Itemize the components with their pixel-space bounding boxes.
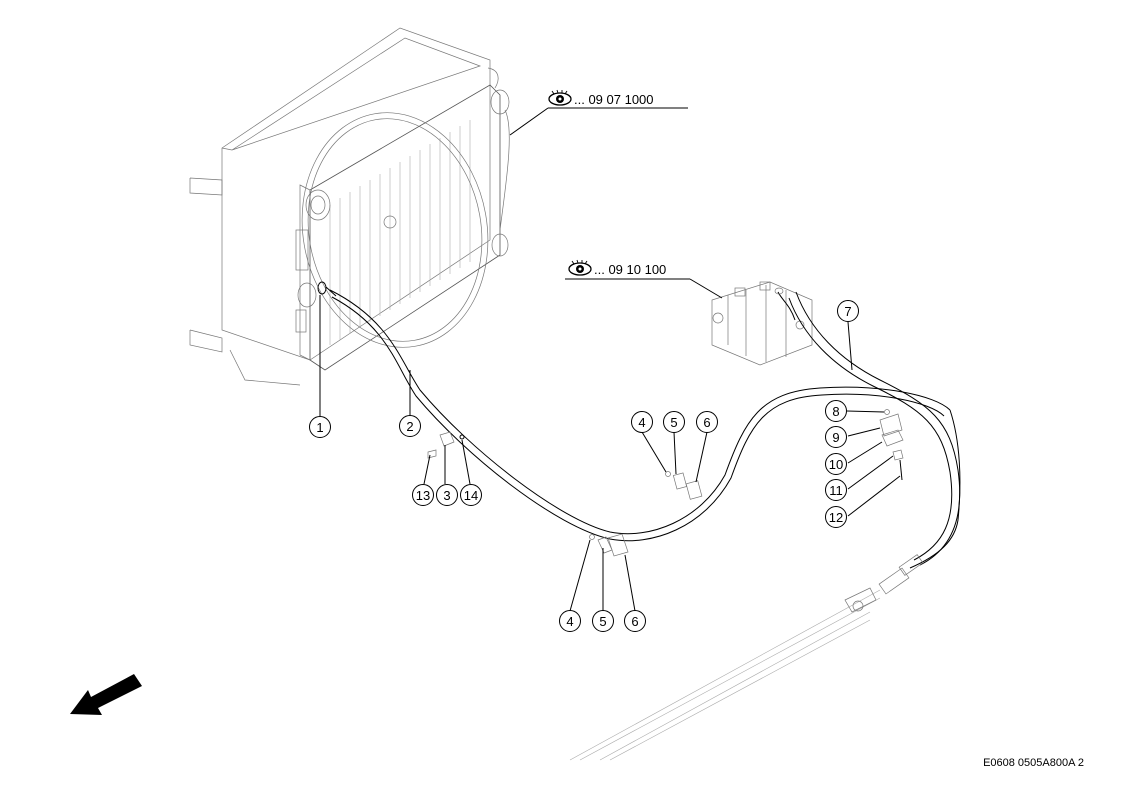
reference-1-text: ... 09 07 1000: [574, 92, 654, 107]
callout-7-label: 7: [844, 304, 851, 319]
callout-2: 2: [399, 415, 421, 437]
callout-3: 3: [436, 484, 458, 506]
leader-lines: [319, 107, 901, 612]
part-4a: [665, 471, 671, 477]
part-13: [427, 449, 437, 459]
callout-6-lower: 6: [624, 610, 646, 632]
callout-8: 8: [825, 400, 847, 422]
callout-6-upper: 6: [696, 411, 718, 433]
callout-9: 9: [825, 426, 847, 448]
callout-4-lower-label: 4: [566, 614, 573, 629]
callout-5-lower-label: 5: [599, 614, 606, 629]
callout-14: 14: [460, 484, 482, 506]
callout-11-label: 11: [829, 483, 843, 498]
hydraulic-pump: [711, 281, 813, 366]
callout-6-upper-label: 6: [703, 415, 710, 430]
part-12: [899, 459, 903, 481]
drawing-code: E0608 0505A800A 2: [983, 757, 1084, 769]
callout-1-label: 1: [316, 420, 323, 435]
hose-2: [325, 286, 951, 542]
reference-2-text: ... 09 10 100: [594, 262, 666, 277]
part-14: [459, 434, 465, 440]
reference-1: ... 09 07 1000: [548, 89, 654, 107]
callout-6-lower-label: 6: [631, 614, 638, 629]
callout-13: 13: [412, 484, 434, 506]
part-10: [881, 429, 904, 447]
part-6a: [685, 480, 703, 500]
hose-7: [788, 291, 961, 595]
callout-10-label: 10: [829, 457, 843, 472]
callout-4-upper-label: 4: [638, 415, 645, 430]
part-4b: [589, 534, 595, 540]
radiator-assembly: [189, 27, 510, 386]
part-3: [439, 431, 455, 447]
callout-9-label: 9: [832, 430, 839, 445]
part-8: [884, 409, 890, 415]
part-6b: [607, 533, 629, 557]
eye-icon: [568, 259, 592, 276]
callout-14-label: 14: [464, 488, 478, 503]
callout-7: 7: [837, 300, 859, 322]
radiator-core: [329, 120, 471, 345]
arrow-icon: [70, 674, 142, 715]
part-11: [892, 449, 904, 461]
callout-13-label: 13: [416, 488, 430, 503]
callout-12-label: 12: [829, 510, 843, 525]
callout-1: 1: [309, 416, 331, 438]
part-9: [879, 413, 903, 437]
part-5a: [672, 472, 688, 490]
callout-2-label: 2: [406, 419, 413, 434]
callout-5-upper: 5: [663, 411, 685, 433]
callout-3-label: 3: [443, 488, 450, 503]
eye-icon: [548, 89, 572, 106]
reference-2: ... 09 10 100: [568, 259, 666, 277]
callout-5-upper-label: 5: [670, 415, 677, 430]
small-parts: [427, 409, 904, 557]
callout-4-lower: 4: [559, 610, 581, 632]
callout-10: 10: [825, 453, 847, 475]
callout-8-label: 8: [832, 404, 839, 419]
callout-12: 12: [825, 506, 847, 528]
callout-5-lower: 5: [592, 610, 614, 632]
callout-11: 11: [825, 479, 847, 501]
callout-4-upper: 4: [631, 411, 653, 433]
lower-frame: [569, 587, 881, 761]
